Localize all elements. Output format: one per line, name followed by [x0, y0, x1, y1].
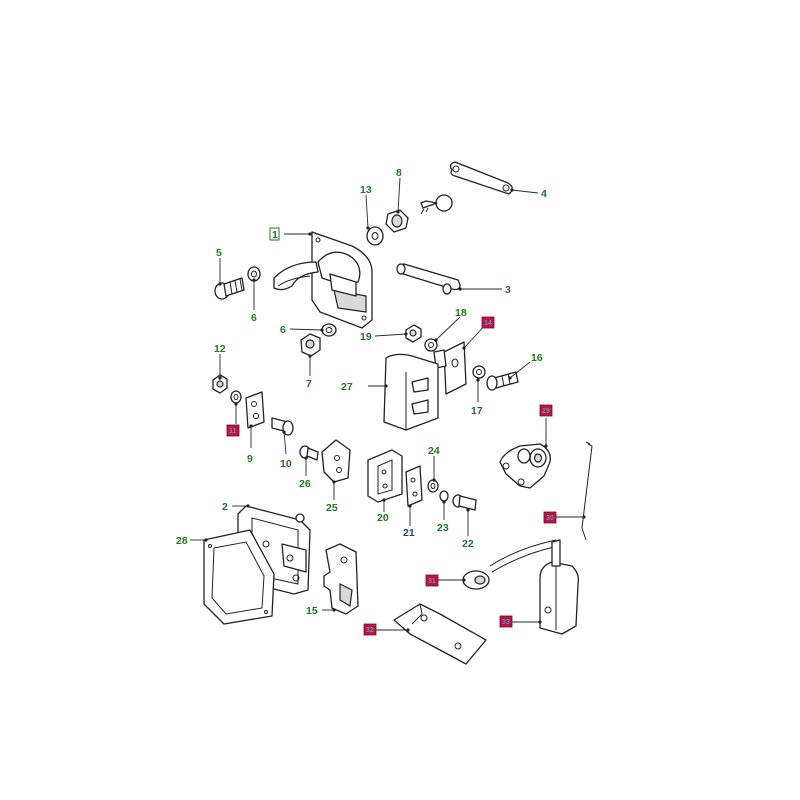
part-actuator-33 — [539, 539, 580, 635]
part-grommet-31 — [462, 570, 490, 590]
callout-20: 20 — [377, 512, 389, 524]
callout-4: 4 — [541, 188, 547, 200]
part-washer-24 — [427, 479, 439, 493]
marker-14[interactable]: 14 — [481, 316, 495, 329]
callout-27: 27 — [341, 381, 353, 393]
callout-23: 23 — [437, 522, 449, 534]
callout-7: 7 — [306, 378, 312, 390]
part-washer-13 — [366, 226, 384, 246]
callout-3: 3 — [505, 284, 511, 296]
part-link-arm-4 — [449, 161, 513, 195]
leader-lines — [190, 177, 586, 632]
part-housing-29 — [499, 443, 551, 489]
part-nut-19 — [405, 324, 422, 343]
part-plate-20 — [367, 449, 403, 503]
marker-30-label: 30 — [546, 515, 554, 522]
marker-29-label: 29 — [542, 408, 550, 415]
callout-18: 18 — [455, 307, 467, 319]
part-bracket-plate-34 — [393, 603, 487, 665]
callout-13: 13 — [360, 184, 372, 196]
part-nut-8 — [385, 209, 409, 233]
marker-33[interactable]: 33 — [499, 615, 513, 628]
part-rod-30 — [581, 441, 593, 541]
part-screw-26 — [299, 445, 319, 461]
callout-16: 16 — [531, 352, 543, 364]
callout-5: 5 — [216, 247, 222, 259]
part-plate-21 — [405, 465, 423, 507]
part-washer-17 — [472, 365, 486, 379]
marker-32-label: 32 — [366, 627, 374, 634]
part-gasket-28 — [203, 529, 275, 625]
callout-box-1 — [269, 227, 280, 241]
part-key-and-ring — [420, 194, 453, 215]
marker-30[interactable]: 30 — [543, 511, 557, 524]
callout-21: 21 — [403, 527, 415, 539]
part-screw-5 — [214, 277, 245, 300]
part-lock-assembly-1 — [273, 231, 373, 329]
callout-10: 10 — [280, 458, 292, 470]
marker-11[interactable]: 11 — [226, 424, 240, 437]
marker-29[interactable]: 29 — [539, 404, 553, 417]
marker-34[interactable]: 34 — [700, 784, 702, 791]
part-screw-10 — [271, 417, 294, 436]
callout-12: 12 — [214, 343, 226, 355]
callout-6a: 6 — [251, 312, 257, 324]
callout-28: 28 — [176, 535, 188, 547]
callout-22: 22 — [462, 538, 474, 550]
callout-1: 1 — [272, 229, 278, 241]
callout-24: 24 — [428, 445, 440, 457]
part-bolt-22 — [452, 494, 477, 511]
callout-2: 2 — [222, 501, 228, 513]
callout-17: 17 — [471, 405, 483, 417]
part-nut-7 — [300, 333, 321, 357]
part-washer-18 — [424, 338, 438, 352]
marker-33-label: 33 — [502, 619, 510, 626]
callout-8: 8 — [396, 167, 402, 179]
part-plate-14 — [433, 341, 467, 395]
callout-26: 26 — [299, 478, 311, 490]
callout-6b: 6 — [280, 324, 286, 336]
part-block-27 — [383, 353, 439, 431]
part-link-rod-3 — [396, 263, 461, 295]
callout-15: 15 — [306, 605, 318, 617]
marker-31[interactable]: 31 — [425, 574, 439, 587]
part-washer-11 — [230, 390, 242, 404]
part-latch-15 — [323, 543, 359, 615]
part-washer-23 — [439, 490, 449, 502]
marker-14-label: 14 — [484, 320, 492, 327]
marker-31-label: 31 — [428, 578, 436, 585]
callout-labels: 1 2 3 4 5 6 6 7 8 9 10 12 13 15 16 17 18… — [176, 167, 547, 617]
callout-19: 19 — [360, 331, 372, 343]
part-bolt-16 — [486, 371, 519, 391]
marker-32[interactable]: 32 — [363, 623, 377, 636]
callout-25: 25 — [326, 502, 338, 514]
marker-11-label: 11 — [229, 428, 237, 435]
part-washer-6b — [321, 323, 337, 337]
part-plate-9 — [245, 391, 265, 429]
part-bracket-25 — [321, 439, 351, 483]
callout-9: 9 — [247, 453, 253, 465]
